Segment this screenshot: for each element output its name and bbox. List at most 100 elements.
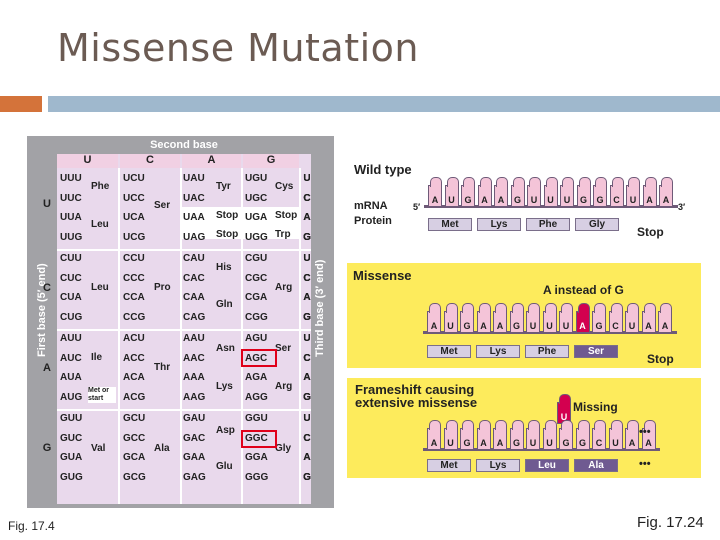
- third-base-letter: G: [303, 391, 311, 403]
- five-prime-label: 5′: [413, 202, 421, 212]
- third-base-letter: G: [303, 471, 311, 483]
- third-base-letter: A: [303, 292, 311, 303]
- third-base-label: Third base (3′ end): [314, 259, 326, 357]
- codon-ggu: GGU: [245, 413, 268, 424]
- third-base-letter: A: [303, 372, 311, 383]
- codon-aau: AAU: [183, 333, 205, 344]
- aa-stop: Stop: [216, 210, 239, 221]
- aa-thr: Thr: [154, 362, 171, 373]
- nucleotide: A: [476, 420, 491, 450]
- nucleotide: A: [658, 303, 672, 333]
- aa-leu: Leu: [91, 219, 109, 230]
- nucleotide: U: [626, 177, 640, 207]
- codon-cac: CAC: [183, 272, 205, 284]
- codon-agu: AGU: [245, 333, 268, 344]
- third-base-letter: C: [303, 352, 311, 364]
- aa-met-start: Met or start: [88, 387, 116, 403]
- nucleotide: A: [428, 177, 442, 207]
- codon-caa: CAA: [183, 292, 205, 303]
- third-base-letter: G: [303, 391, 311, 403]
- amino-acid-met: Met: [427, 345, 471, 358]
- codon-cug: CUG: [60, 311, 83, 323]
- nucleotide: A: [476, 303, 491, 333]
- amino-acid-gly: Gly: [575, 218, 619, 231]
- codon-gag: GAG: [183, 471, 206, 483]
- nucleotide: C: [608, 303, 623, 333]
- third-base-letter: C: [303, 272, 311, 284]
- missense-stop: Stop: [647, 352, 674, 366]
- aa-ile: Ile: [91, 352, 103, 363]
- codon-acc: ACC: [123, 352, 145, 364]
- codon-cag: CAG: [183, 311, 206, 323]
- mrna-backbone: [423, 448, 660, 451]
- row-header-u: U: [43, 198, 51, 210]
- frameshift-ellipsis-protein: •••: [639, 458, 651, 470]
- nucleotide: U: [542, 303, 557, 333]
- third-base-letter: C: [303, 352, 311, 364]
- aa-lys: Lys: [216, 381, 233, 392]
- third-base-letter: C: [303, 432, 311, 444]
- third-base-letter: A: [303, 372, 311, 383]
- nucleotide: G: [576, 177, 591, 207]
- third-base-letter: C: [303, 432, 311, 444]
- row-header-a: A: [43, 362, 51, 374]
- third-base-letter: A: [303, 292, 311, 303]
- third-base-letter: G: [303, 231, 311, 243]
- nucleotide: A: [659, 177, 673, 207]
- second-base-label: Second base: [150, 139, 218, 151]
- slide-title: Missense Mutation: [57, 26, 420, 70]
- third-base-letter: G: [303, 311, 311, 323]
- third-base-letter: C: [303, 192, 311, 204]
- third-base-letter: C: [303, 272, 311, 284]
- aa-ser: Ser: [154, 200, 171, 211]
- deleted-base: U: [557, 394, 571, 424]
- codon-cca: CCA: [123, 292, 145, 303]
- third-base-letter: A: [303, 212, 311, 223]
- codon-cua: CUA: [60, 292, 82, 303]
- third-base-letter: C: [303, 272, 311, 284]
- grid-line: [180, 168, 182, 504]
- third-base-letter: G: [303, 391, 311, 403]
- codon-cgc: CGC: [245, 272, 268, 284]
- codon-ggc: GGC: [245, 432, 268, 444]
- codon-cgu: CGU: [245, 253, 268, 264]
- nucleotide: G: [593, 177, 607, 207]
- codon-acg: ACG: [123, 391, 146, 403]
- codon-auu: AUU: [60, 333, 82, 344]
- third-base-letter: G: [303, 311, 311, 323]
- third-base-letter: G: [303, 311, 311, 323]
- codon-aac: AAC: [183, 352, 205, 364]
- aa-ala: Ala: [154, 443, 170, 454]
- third-base-letter: U: [303, 253, 311, 264]
- amino-acid-leu: Leu: [525, 459, 569, 472]
- codon-cgg: CGG: [245, 311, 268, 323]
- first-base-label: First base (5′ end): [36, 263, 48, 357]
- third-base-letter: C: [303, 192, 311, 204]
- grid-line: [57, 409, 311, 411]
- codon-aag: AAG: [183, 391, 206, 403]
- codon-gug: GUG: [60, 471, 83, 483]
- codon-ucc: UCC: [123, 192, 145, 204]
- third-base-letter: U: [303, 333, 311, 344]
- codon-cau: CAU: [183, 253, 205, 264]
- third-base-letter: U: [303, 173, 311, 184]
- grid-line: [299, 168, 301, 504]
- aa-asp: Asp: [216, 425, 235, 436]
- row-header-g: G: [42, 442, 52, 454]
- col-header-u: U: [57, 154, 118, 168]
- third-base-letter: C: [303, 192, 311, 204]
- third-base-letter: U: [303, 253, 311, 264]
- third-base-letter: G: [303, 471, 311, 483]
- codon-cuc: CUC: [60, 272, 82, 284]
- nucleotide: A: [641, 303, 656, 333]
- stop-codon-background: [182, 207, 299, 239]
- nucleotide: A: [641, 420, 656, 450]
- codon-acu: ACU: [123, 333, 145, 344]
- frameshift-title-line1: Frameshift causing: [355, 382, 475, 397]
- codon-gac: GAC: [183, 432, 206, 444]
- nucleotide: U: [526, 303, 540, 333]
- highlight-ggc: [241, 430, 277, 448]
- nucleotide: A: [642, 177, 657, 207]
- codon-uac: UAC: [183, 192, 205, 204]
